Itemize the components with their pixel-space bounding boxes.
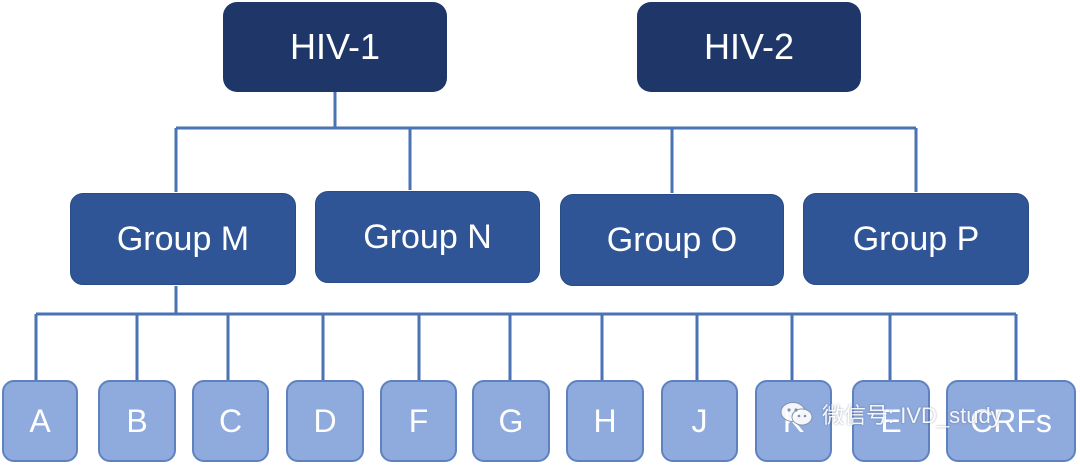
- subtype-e-label: E: [880, 402, 902, 439]
- subtype-h-label: H: [593, 402, 617, 439]
- subtype-b-label: B: [126, 402, 148, 439]
- subtype-d-box: D: [286, 380, 364, 462]
- subtype-g-label: G: [498, 402, 524, 439]
- subtype-f-box: F: [380, 380, 457, 462]
- hiv1-box: HIV-1: [223, 2, 447, 92]
- subtype-e-box: E: [852, 380, 930, 462]
- hiv1-label: HIV-1: [289, 26, 381, 67]
- group-m-box: Group M: [70, 193, 296, 285]
- subtype-d-label: D: [313, 402, 337, 439]
- group-p-label: Group P: [852, 219, 980, 258]
- watermark: 微信号: IVD_study: [780, 398, 1002, 430]
- hiv2-label: HIV-2: [703, 26, 795, 67]
- subtype-c-box: C: [192, 380, 269, 462]
- watermark-text: 微信号: IVD_study: [822, 403, 1002, 428]
- group-m-label: Group M: [116, 219, 250, 258]
- subtype-b-box: B: [98, 380, 176, 462]
- subtype-crfs-label: CRFs: [970, 402, 1052, 439]
- group-o-label: Group O: [606, 220, 738, 259]
- group-p-box: Group P: [803, 193, 1029, 285]
- group-n-label: Group N: [363, 217, 492, 256]
- subtype-j-box: J: [661, 380, 738, 462]
- subtype-h-box: H: [566, 380, 644, 462]
- subtype-f-label: F: [408, 402, 429, 439]
- group-n-box: Group N: [315, 191, 540, 283]
- subtype-c-label: C: [218, 402, 243, 439]
- hiv2-box: HIV-2: [637, 2, 861, 92]
- subtype-a-box: A: [2, 380, 78, 462]
- group-o-box: Group O: [560, 194, 784, 286]
- subtype-a-label: A: [29, 402, 51, 439]
- subtype-g-box: G: [472, 380, 550, 462]
- subtype-j-label: J: [691, 402, 708, 439]
- subtype-crfs-box: CRFs: [946, 380, 1076, 462]
- wechat-icon: [780, 401, 814, 427]
